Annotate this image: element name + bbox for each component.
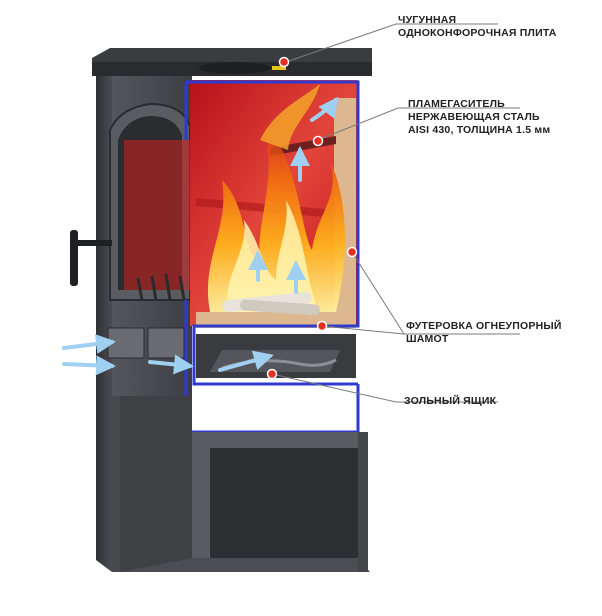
air-arrow-1 bbox=[62, 334, 116, 354]
air-arrow-3 bbox=[148, 354, 194, 375]
callout-baffle-line-2: НЕРЖАВЕЮЩАЯ СТАЛЬ bbox=[408, 111, 540, 123]
markers bbox=[266, 56, 358, 380]
door-handle bbox=[70, 230, 78, 286]
leader-lining-floor bbox=[321, 325, 405, 335]
storage-niche bbox=[120, 396, 370, 572]
callout-hob-line-1: ЧУГУННАЯ bbox=[398, 14, 457, 26]
leader-ashbox bbox=[271, 373, 498, 403]
chamotte-floor bbox=[196, 312, 356, 328]
leader-lines bbox=[271, 23, 520, 403]
callout-lining: ФУТЕРОВКА ОГНЕУПОРНЫЙ ШАМОТ bbox=[406, 320, 562, 346]
hob-plate bbox=[92, 48, 372, 76]
logs bbox=[222, 291, 320, 316]
marker-hob bbox=[278, 56, 290, 68]
air-arrow-8 bbox=[310, 96, 339, 122]
firebox-through-glass bbox=[124, 140, 190, 290]
marker-lining-floor bbox=[316, 320, 328, 332]
air-arrow-2 bbox=[62, 355, 116, 376]
marker-baffle bbox=[312, 135, 324, 147]
callout-lining-line-1: ФУТЕРОВКА ОГНЕУПОРНЫЙ bbox=[406, 320, 562, 332]
leader-baffle bbox=[317, 107, 520, 141]
callout-baffle-line-1: ПЛАМЕГАСИТЕЛЬ bbox=[408, 98, 505, 110]
callout-hob: ЧУГУННАЯ ОДНОКОНФОРОЧНАЯ ПЛИТА bbox=[398, 14, 557, 40]
door-handle-arm bbox=[74, 240, 112, 246]
callout-baffle-line-3: AISI 430, ТОЛЩИНА 1.5 мм bbox=[408, 124, 551, 136]
stove-side-panel bbox=[96, 76, 112, 572]
grate bbox=[136, 273, 186, 301]
callout-hob-line-2: ОДНОКОНФОРОЧНАЯ ПЛИТА bbox=[398, 27, 557, 39]
air-flow-arrows bbox=[62, 96, 339, 376]
air-vent-right bbox=[147, 327, 185, 359]
marker-ashbox bbox=[266, 368, 278, 380]
callout-ashbox-line-1: ЗОЛЬНЫЙ ЯЩИК bbox=[404, 395, 497, 407]
callout-lining-line-2: ШАМОТ bbox=[406, 333, 449, 345]
hob-burner-ring bbox=[199, 62, 271, 74]
marker-lining-wall bbox=[346, 246, 358, 258]
hob-accent bbox=[272, 66, 286, 70]
callout-ashbox: ЗОЛЬНЫЙ ЯЩИК bbox=[404, 395, 496, 408]
leader-hob bbox=[285, 23, 498, 63]
air-arrow-4 bbox=[218, 350, 274, 372]
callout-baffle: ПЛАМЕГАСИТЕЛЬ НЕРЖАВЕЮЩАЯ СТАЛЬ AISI 430… bbox=[408, 98, 550, 137]
